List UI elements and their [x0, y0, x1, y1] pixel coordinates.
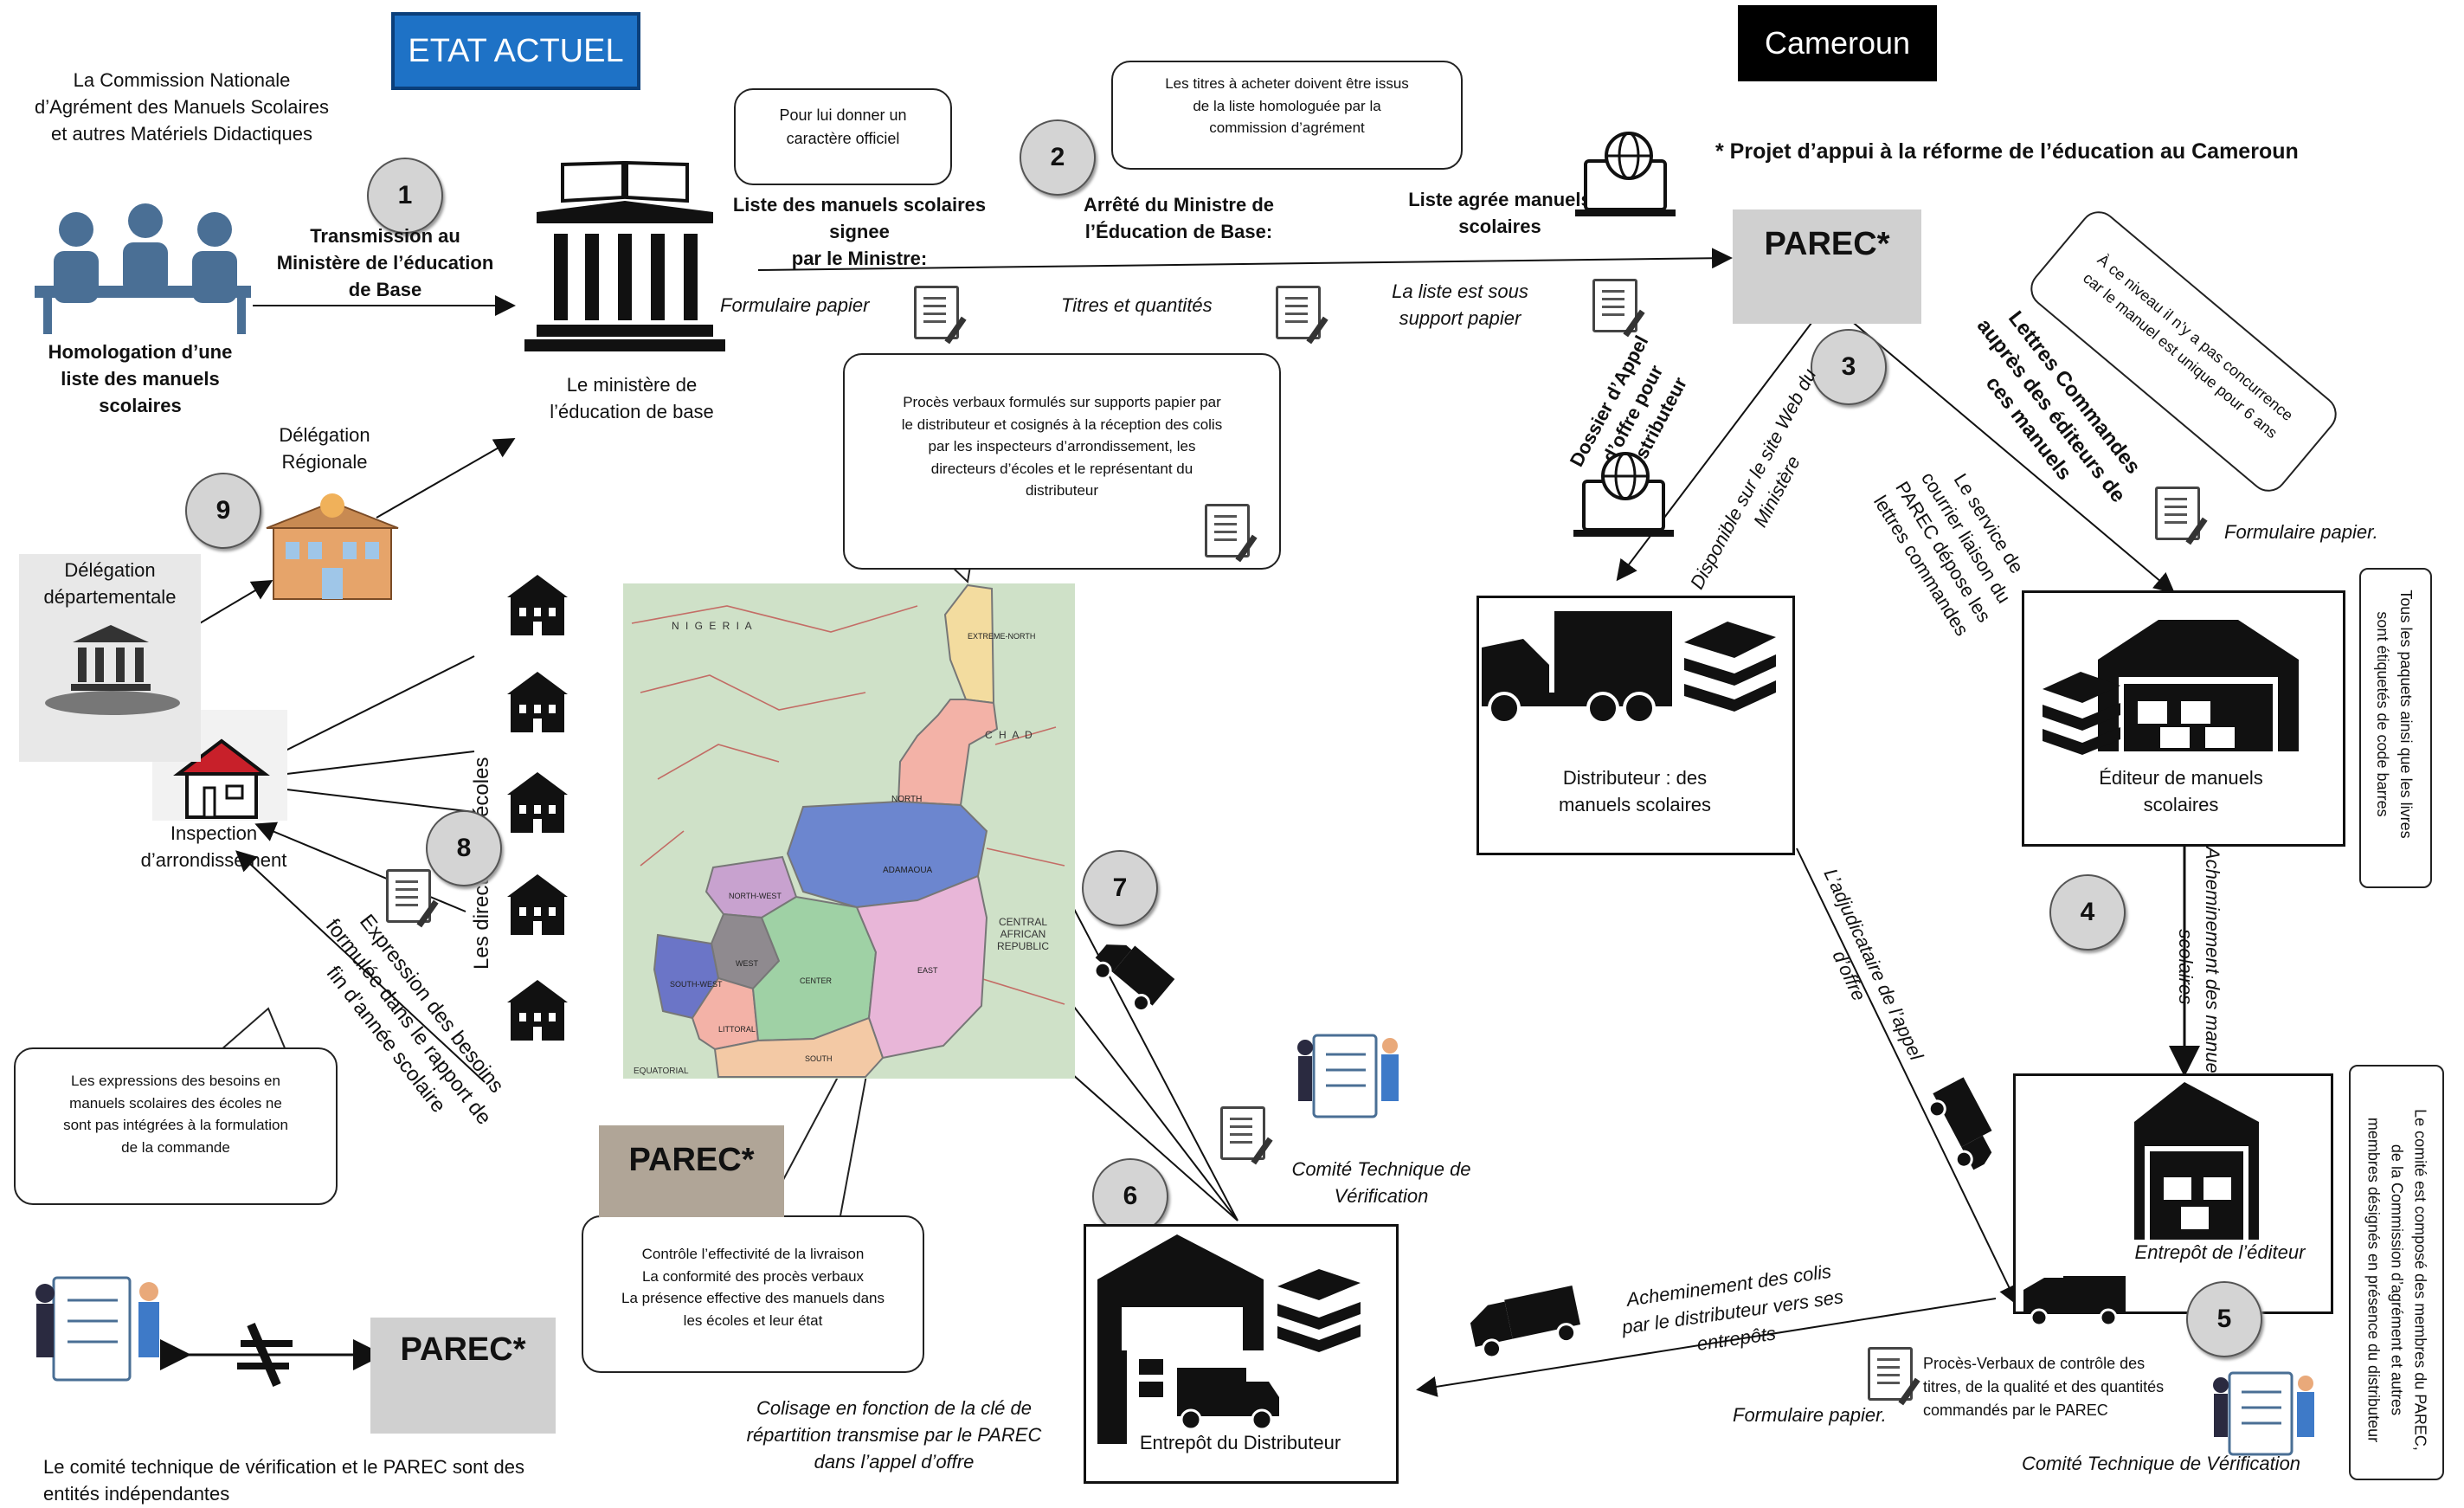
document-icon-3: [1592, 279, 1637, 332]
map-equatorial: EQUATORIAL: [634, 1067, 689, 1076]
arrow-school-1: [254, 655, 475, 766]
ministere-label: Le ministère de l’éducation de base: [550, 374, 714, 422]
map-south: SOUTH: [805, 1054, 833, 1063]
map-center: CENTER: [800, 976, 833, 985]
document-icon-pv: [1868, 1347, 1913, 1401]
bubble-officiel: Pour lui donner un caractère officiel: [734, 88, 952, 185]
parec-bottom-box: PAREC*: [370, 1318, 556, 1434]
document-icon-2: [1276, 286, 1321, 339]
pv-controle-label: Procès-Verbaux de contrôle des titres, d…: [1923, 1355, 2165, 1419]
entrepot-distributeur-label: Entrepôt du Distributeur: [1139, 1432, 1341, 1453]
etat-actuel-banner: ETAT ACTUEL: [391, 12, 640, 90]
arrow-school-2: [254, 751, 475, 786]
document-icon-ecoles: [386, 869, 431, 923]
callout-tail-besoins: [220, 1007, 286, 1051]
step-1-circle: 1: [367, 158, 443, 234]
map-adamaoua: ADAMAOUA: [883, 866, 933, 875]
bubble-controle: Contrôle l’effectivité de la livraison L…: [582, 1215, 924, 1373]
projet-footnote: * Projet d’appui à la réforme de l’éduca…: [1715, 139, 2299, 164]
transmission-label: Transmission au Ministère de l’éducation…: [276, 225, 494, 300]
arrow-school-4: [254, 822, 466, 912]
bubble-titres: Les titres à acheter doivent être issus …: [1111, 61, 1463, 170]
directeurs-ecoles-label: Les directeurs d’écoles: [467, 563, 497, 970]
entrepot-editeur-label: Entrepôt de l’éditeur: [2134, 1241, 2306, 1263]
liste-agree-label: Liste agrée manuels scolaires: [1408, 189, 1592, 237]
bubble-besoins: Les expressions des besoins en manuels s…: [14, 1047, 338, 1205]
document-icon-lettres: [2155, 487, 2200, 540]
document-icon-pv-distributeur: [1205, 504, 1250, 557]
arrow-ministere-parec: [757, 248, 1733, 271]
parec-mid-box: PAREC*: [599, 1125, 784, 1217]
parec-main-box: PAREC*: [1733, 209, 1921, 324]
independantes-label: Le comité technique de vérification et l…: [43, 1456, 525, 1505]
comite-technique-mid-label: Comité Technique de Vérification: [1291, 1158, 1471, 1207]
map-north: NORTH: [891, 795, 923, 804]
note-comite-composition: Le comité est composé des membres du PAR…: [2349, 1065, 2444, 1480]
step-3-circle: 3: [1811, 329, 1887, 405]
colisage-label: Colisage en fonction de la clé de répart…: [746, 1397, 1042, 1473]
arrow-distributeur-entrepot-editeur: [1796, 847, 2019, 1306]
editeur-label: Éditeur de manuels scolaires: [2099, 767, 2263, 815]
map-west: WEST: [736, 959, 758, 968]
arrow-entrepot-editeur-distributeur: [1416, 1298, 1997, 1397]
note-codes-barres: Tous les paquets ainsi que les livres so…: [2359, 568, 2432, 888]
step-9-circle: 9: [185, 473, 261, 549]
map-east: EAST: [917, 966, 938, 975]
step-6-circle: 6: [1092, 1158, 1168, 1234]
document-icon-comite: [1220, 1106, 1265, 1160]
map-nigeria: N I G E R I A: [672, 620, 754, 632]
step-4-circle: 4: [2049, 874, 2126, 951]
step-2-circle: 2: [1020, 119, 1096, 196]
arrow-school-3: [254, 777, 475, 813]
map-extreme-north: EXTREME-NORTH: [968, 632, 1036, 641]
titres-quantites-label: Titres et quantités: [1061, 294, 1213, 316]
acheminement-manuels-label: Acheminement des manuels scolaires: [2175, 847, 2223, 1087]
inspection-label: Inspection d’arrondissement: [140, 822, 287, 871]
step-5-circle: 5: [2186, 1281, 2262, 1357]
step-8-circle: 8: [426, 810, 502, 886]
arrow-entrepot-map-1: [963, 698, 1238, 1221]
formulaire-papier-lettres: Formulaire papier.: [2224, 521, 2378, 543]
map-north-west: NORTH-WEST: [729, 892, 782, 900]
homologation-label: Homologation d’une liste des manuels sco…: [48, 341, 233, 416]
map-south-west: SOUTH-WEST: [670, 980, 723, 989]
delegation-departementale-panel: [19, 554, 201, 762]
entrepot-editeur-box: [2013, 1073, 2333, 1314]
arrow-parec-editeur: [1827, 300, 2176, 594]
arrete-label: Arrêté du Ministre de l’Éducation de Bas…: [1083, 194, 1275, 242]
arrow-regionale-ministere: [376, 438, 516, 519]
liste-signee-label: Liste des manuels scolaires signee par l…: [732, 194, 987, 269]
commission-label: La Commission Nationale d’Agrément des M…: [35, 69, 329, 145]
support-papier-label: La liste est sous support papier: [1392, 280, 1528, 329]
formulaire-papier-1: Formulaire papier: [720, 294, 870, 316]
arrow-besoins: [235, 850, 486, 1083]
distributeur-label: Distributeur : des manuels scolaires: [1558, 767, 1712, 815]
delegation-regionale-label: Délégation Régionale: [279, 424, 370, 473]
cameroun-banner: Cameroun: [1738, 5, 1937, 81]
not-equal-slash: [247, 1323, 281, 1387]
document-icon-1: [914, 286, 959, 339]
map-littoral: LITTORAL: [718, 1025, 756, 1034]
formulaire-papier-pv: Formulaire papier.: [1733, 1404, 1887, 1426]
delegation-departementale-label: Délégation départementale: [43, 559, 177, 608]
map-chad: C H A D: [985, 729, 1034, 741]
step-7-circle: 7: [1082, 850, 1158, 926]
comite-technique-right-label: Comité Technique de Vérification: [2022, 1453, 2301, 1474]
